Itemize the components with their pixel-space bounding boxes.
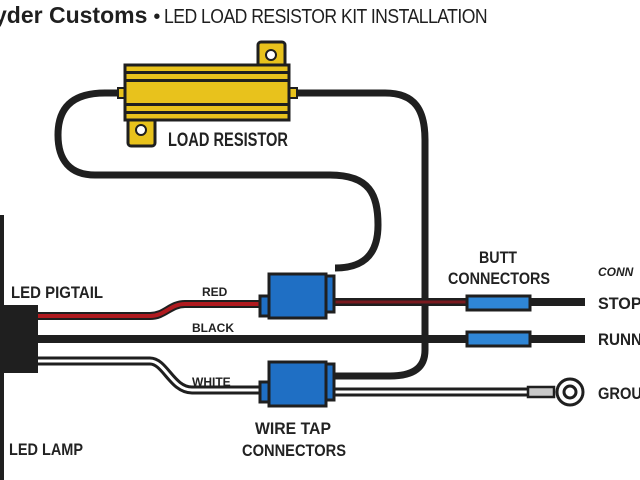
ground-label: GROU	[598, 384, 640, 403]
wire-tap-label-line1: WIRE TAP	[255, 419, 331, 438]
wire-tap-label-line2: CONNECTORS	[242, 441, 346, 460]
ring-terminal	[526, 377, 585, 407]
brand-name: yder Customs	[0, 2, 148, 28]
butt-connectors-label-line2: CONNECTORS	[448, 269, 550, 288]
resistor-left-wire	[54, 89, 382, 272]
connect-heading: CONN	[598, 265, 634, 279]
resistor-right-wire	[295, 89, 429, 380]
black-wire-label: BLACK	[192, 321, 234, 335]
subtitle: LED LOAD RESISTOR KIT INSTALLATION	[164, 6, 488, 28]
butt-connector-running	[465, 330, 532, 348]
wire-tap-connector-bottom	[258, 360, 336, 408]
title-bullet: •	[153, 6, 161, 28]
led-lamp-label: LED LAMP	[9, 440, 83, 459]
running-label: RUNN	[598, 330, 640, 349]
led-pigtail-plug	[0, 305, 38, 373]
stop-label: STOP,	[598, 294, 640, 313]
load-resistor	[117, 40, 298, 148]
butt-connectors-label-line1: BUTT	[479, 248, 518, 267]
wire-tap-connector-top	[258, 272, 336, 320]
white-wire-label: WHITE	[192, 375, 231, 389]
page-title: yder Customs•LED LOAD RESISTOR KIT INSTA…	[0, 0, 532, 34]
led-pigtail-label: LED PIGTAIL	[11, 283, 103, 302]
red-wire-label: RED	[202, 285, 228, 299]
load-resistor-label: LOAD RESISTOR	[168, 130, 288, 151]
butt-connector-stop	[465, 294, 532, 312]
